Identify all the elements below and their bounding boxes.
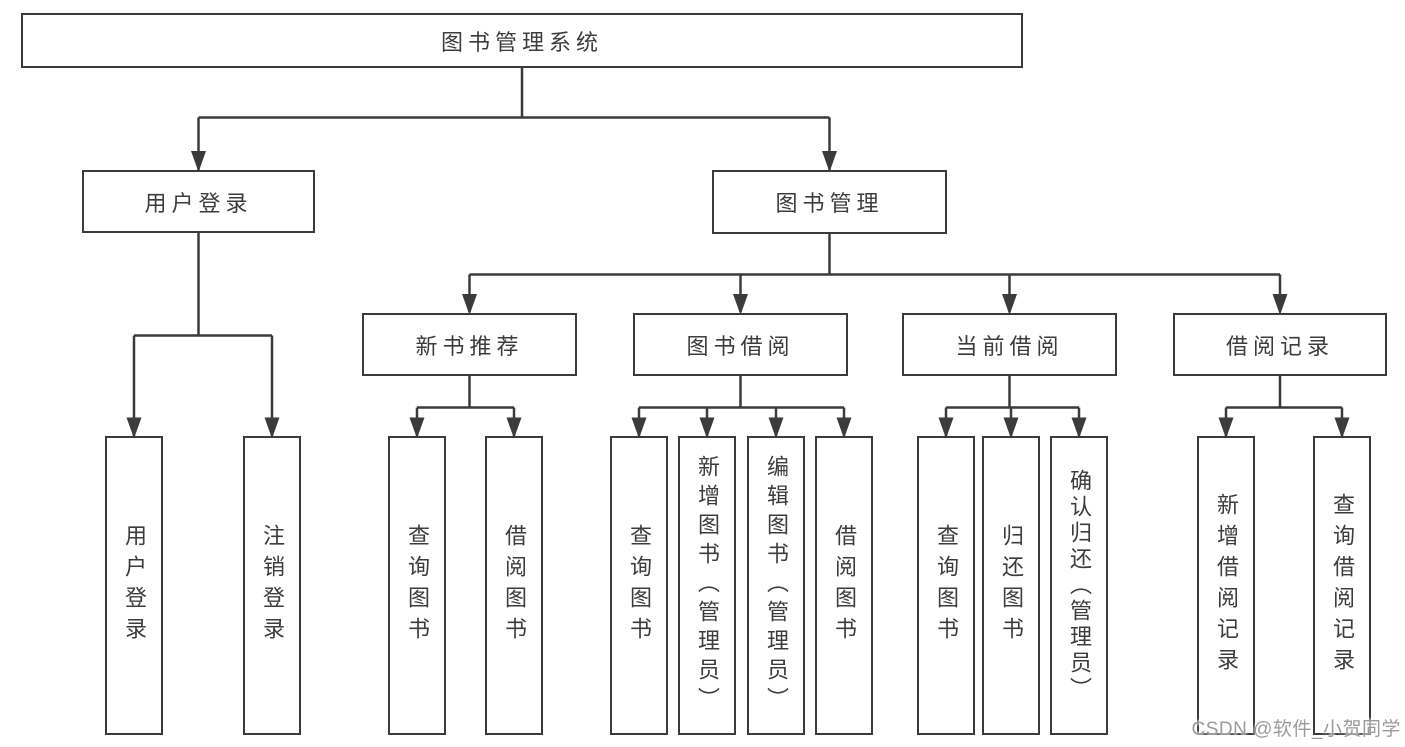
node-label: 借阅图书 [502,523,527,648]
node-label: 新增图书（管理员） [695,455,720,716]
node-label: 查询图书 [934,523,959,648]
watermark: CSDN @软件_小贺同学 [1191,719,1401,740]
leaf-records-query-record: 查询借阅记录 [1313,436,1371,735]
node-new-book-recommend: 新书推荐 [362,313,577,376]
leaf-borrow-query-books: 查询图书 [610,436,668,735]
node-label: 编辑图书（管理员） [764,455,789,716]
node-label: 新书推荐 [415,333,524,359]
edge-book-management-children [462,234,1288,315]
node-label: 查询图书 [627,523,652,648]
leaf-borrow-borrow-books: 借阅图书 [815,436,873,735]
node-user-login: 用户登录 [82,170,315,233]
leaf-current-return-books: 归还图书 [982,436,1040,735]
edge-current-children [938,376,1087,439]
node-label: 借阅图书 [832,523,857,648]
node-label: 借阅记录 [1225,333,1334,359]
node-current-borrow: 当前借阅 [902,313,1117,376]
edge-recommend-children [409,376,522,439]
node-label: 用户登录 [144,190,253,216]
node-label: 查询借阅记录 [1330,492,1355,679]
node-borrow-records: 借阅记录 [1173,313,1387,376]
leaf-current-query-books: 查询图书 [917,436,975,735]
edge-records-children [1218,376,1350,439]
node-label: 用户登录 [122,523,147,648]
node-label: 图书管理系统 [440,29,603,55]
node-label: 查询图书 [405,523,430,648]
leaf-recommend-query-books: 查询图书 [388,436,446,735]
leaf-borrow-add-books-admin: 新增图书（管理员） [678,436,736,735]
node-label: 归还图书 [999,523,1024,648]
node-system-root: 图书管理系统 [21,13,1023,68]
node-label: 图书借阅 [686,333,795,359]
leaf-user-login: 用户登录 [105,436,163,735]
leaf-logout: 注销登录 [243,436,301,735]
leaf-records-add-record: 新增借阅记录 [1197,436,1255,735]
node-label: 当前借阅 [955,333,1064,359]
edge-user-login-children [126,233,280,439]
edge-root-to-level2 [191,68,837,172]
leaf-current-confirm-return-admin: 确认归还（管理员） [1050,436,1108,735]
leaf-borrow-edit-books-admin: 编辑图书（管理员） [747,436,805,735]
node-label: 注销登录 [260,523,285,648]
node-label: 确认归还（管理员） [1067,468,1092,703]
node-book-management: 图书管理 [712,170,947,234]
node-label: 图书管理 [775,191,884,216]
node-book-borrow: 图书借阅 [633,313,848,376]
leaf-recommend-borrow-books: 借阅图书 [485,436,543,735]
edge-borrow-children [631,376,852,439]
node-label: 新增借阅记录 [1214,492,1239,679]
